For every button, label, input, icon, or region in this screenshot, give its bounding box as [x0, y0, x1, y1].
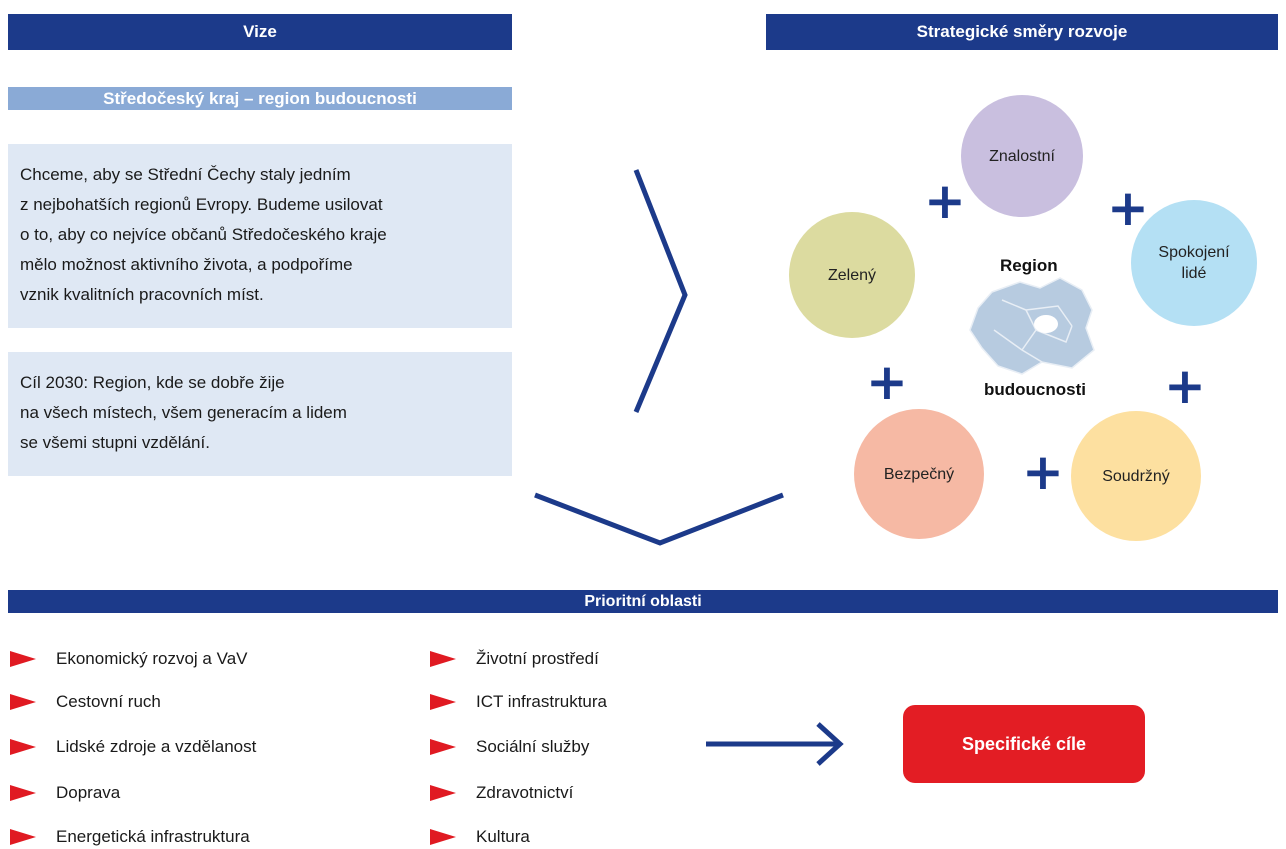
triangle-bullet-icon — [10, 739, 36, 755]
circle-spokojeni-label2: lidé — [1181, 265, 1207, 282]
list-item-label: Kultura — [476, 827, 530, 846]
list-item: Kultura — [430, 827, 530, 847]
prioritni-header-label: Prioritní oblasti — [584, 592, 702, 610]
specificke-cile-button[interactable]: Specifické cíle — [903, 705, 1145, 783]
list-item: Životní prostředí — [430, 649, 599, 669]
list-item-label: Životní prostředí — [476, 649, 599, 668]
vize-header-label: Vize — [243, 22, 277, 41]
list-item-label: Doprava — [56, 783, 121, 802]
specificke-cile-label: Specifické cíle — [961, 733, 1087, 754]
center-label-bottom: budoucnosti — [984, 380, 1086, 399]
list-item: Zdravotnictví — [430, 783, 573, 803]
vize-text-line: Chceme, aby se Střední Čechy staly jední… — [20, 165, 351, 184]
triangle-bullet-icon — [10, 785, 36, 801]
circle-spokojeni-label1: Spokojení — [1158, 244, 1230, 261]
plus-icon: + — [1022, 443, 1064, 501]
list-item-label: Zdravotnictví — [476, 783, 574, 802]
prioritni-header: Prioritní oblasti — [8, 590, 1278, 613]
strategie-header: Strategické směry rozvoje — [766, 14, 1278, 50]
list-item: Ekonomický rozvoj a VaV — [10, 649, 247, 669]
plus-icon: + — [1107, 179, 1149, 237]
circle-zeleny-label: Zelený — [827, 266, 877, 284]
list-item: Doprava — [10, 783, 120, 803]
vize-subheader-label: Středočeský kraj – region budoucnosti — [103, 88, 417, 108]
triangle-bullet-icon — [430, 694, 456, 710]
circle-soudrzny: Soudržný — [1071, 411, 1201, 541]
center-label-top: Region — [1000, 256, 1058, 275]
list-item: ICT infrastruktura — [430, 692, 607, 712]
triangle-bullet-icon — [10, 829, 36, 845]
vize-header: Vize — [8, 14, 512, 50]
circle-zeleny: Zelený — [789, 212, 915, 338]
triangle-bullet-icon — [10, 694, 36, 710]
plus-icon: + — [924, 172, 966, 230]
list-item-label: Ekonomický rozvoj a VaV — [56, 649, 248, 668]
circle-spokojeni: Spokojení lidé — [1131, 200, 1257, 326]
circle-bezpecny-label: Bezpečný — [883, 465, 955, 483]
circle-znalostni: Znalostní — [961, 95, 1083, 217]
list-item: Energetická infrastruktura — [10, 827, 250, 847]
list-item-label: Energetická infrastruktura — [56, 827, 250, 846]
vize-text-line: vznik kvalitních pracovních míst. — [20, 285, 264, 304]
list-item: Sociální služby — [430, 737, 589, 757]
circle-bezpecny: Bezpečný — [854, 409, 984, 539]
cil-text-line: na všech místech, všem generacím a lidem — [20, 403, 347, 422]
strategie-header-label: Strategické směry rozvoje — [916, 22, 1128, 41]
cil-text-line: se všemi stupni vzdělání. — [20, 433, 210, 452]
plus-icon: + — [866, 353, 908, 411]
list-item-label: ICT infrastruktura — [476, 692, 608, 711]
list-item: Cestovní ruch — [10, 692, 161, 712]
cil-text-line: Cíl 2030: Region, kde se dobře žije — [20, 373, 285, 392]
list-item-label: Sociální služby — [476, 737, 590, 756]
right-chevron — [633, 169, 688, 413]
circle-znalostni-label: Znalostní — [989, 147, 1055, 165]
vize-text-box: Chceme, aby se Střední Čechy staly jední… — [8, 144, 512, 328]
triangle-bullet-icon — [430, 785, 456, 801]
vize-text-line: o to, aby co nejvíce občanů Středočeskéh… — [20, 225, 387, 244]
down-chevron — [534, 492, 784, 546]
list-item-label: Lidské zdroje a vzdělanost — [56, 737, 257, 756]
vize-subheader: Středočeský kraj – region budoucnosti — [8, 87, 512, 110]
circle-soudrzny-label: Soudržný — [1102, 467, 1170, 485]
vize-text-line: mělo možnost aktivního života, a podpoří… — [20, 255, 353, 274]
triangle-bullet-icon — [430, 739, 456, 755]
region-map-icon — [969, 277, 1095, 375]
vize-text-line: z nejbohatších regionů Evropy. Budeme us… — [20, 195, 383, 214]
triangle-bullet-icon — [10, 651, 36, 667]
triangle-bullet-icon — [430, 829, 456, 845]
plus-icon: + — [1164, 357, 1206, 415]
arrow-head — [816, 722, 844, 766]
triangle-bullet-icon — [430, 651, 456, 667]
cil-text-box: Cíl 2030: Region, kde se dobře žije na v… — [8, 352, 512, 476]
list-item: Lidské zdroje a vzdělanost — [10, 737, 256, 757]
list-item-label: Cestovní ruch — [56, 692, 161, 711]
